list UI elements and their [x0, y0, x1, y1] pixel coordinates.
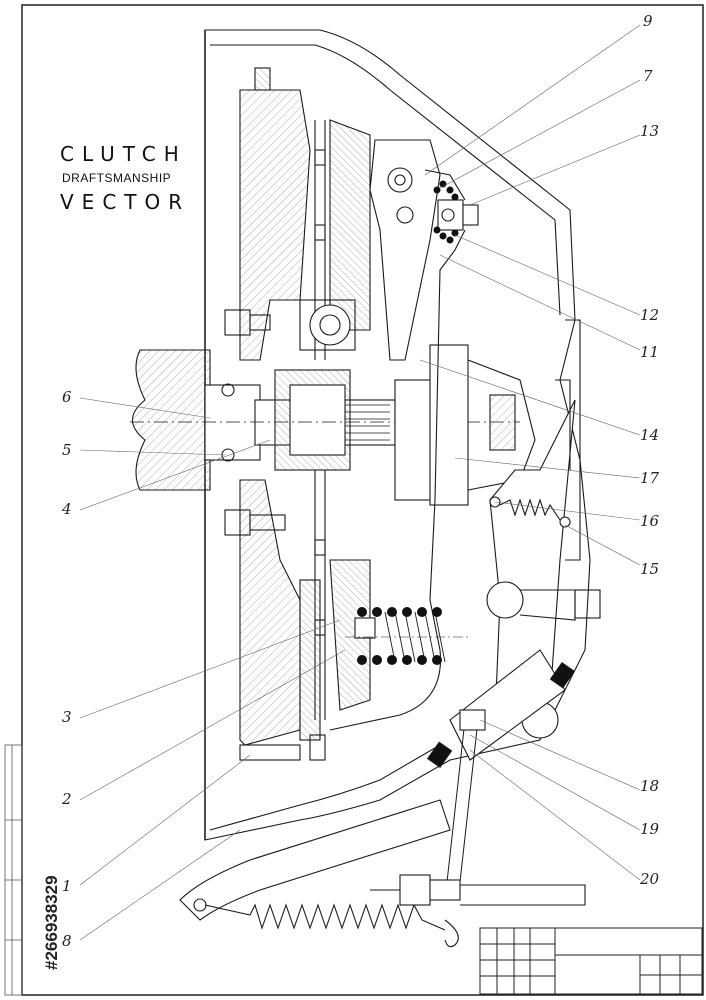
- callout-18: 18: [640, 777, 660, 795]
- callout-12: 12: [640, 306, 660, 324]
- callout-3: 3: [62, 708, 72, 726]
- lever-spring-dots: [433, 180, 459, 244]
- pedal-lever: [179, 799, 451, 921]
- callout-20: 20: [640, 870, 660, 888]
- callout-13: 13: [640, 122, 660, 140]
- pilot-bearing: [204, 384, 261, 461]
- callout-4: 4: [62, 500, 72, 518]
- pressure-plate: [329, 119, 371, 331]
- clutch-rod: [444, 719, 479, 901]
- callout-6: 6: [62, 388, 72, 406]
- fork-arm: [449, 649, 566, 761]
- title-line-vector: VECTOR: [60, 190, 191, 214]
- title-block-grid: [479, 927, 703, 995]
- release-fork: [489, 399, 576, 721]
- flywheel: [239, 89, 311, 361]
- clutch-section-drawing: [130, 29, 601, 948]
- fork-pivot-ball: [486, 581, 524, 619]
- release-sleeve: [467, 359, 536, 491]
- drawing-title: CLUTCH DRAFTSMANSHIP VECTOR: [60, 142, 210, 214]
- damper-bearing: [309, 304, 351, 346]
- callout-1: 1: [62, 877, 72, 895]
- callout-16: 16: [640, 512, 660, 530]
- release-lever: [369, 139, 441, 361]
- bell-housing-flange: [565, 319, 581, 561]
- fork-return-spring: [499, 498, 561, 521]
- callout-14: 14: [640, 426, 660, 444]
- callout-17: 17: [640, 469, 660, 487]
- title-line-draftsmanship: DRAFTSMANSHIP: [62, 171, 172, 185]
- callout-19: 19: [640, 820, 660, 838]
- callout-2: 2: [62, 790, 72, 808]
- stock-image-id: #266938329: [42, 875, 61, 970]
- callout-15: 15: [640, 560, 660, 578]
- leader-lines: [79, 24, 641, 941]
- crankshaft-end: [131, 349, 211, 491]
- housing-inner-wall: [210, 44, 561, 316]
- flywheel-cap: [254, 67, 271, 91]
- drawing-frame: [21, 4, 704, 996]
- callout-7: 7: [643, 67, 653, 85]
- pedal-return-spring: [204, 903, 446, 931]
- callout-11: 11: [640, 343, 660, 361]
- callout-9: 9: [643, 12, 653, 30]
- pressure-springs: [345, 607, 470, 665]
- callout-5: 5: [62, 441, 72, 459]
- adjust-nut: [437, 199, 479, 231]
- margin-strip: [4, 744, 23, 996]
- rod-adjuster: [370, 874, 586, 906]
- title-line-clutch: CLUTCH: [60, 142, 187, 166]
- clutch-housing: [204, 29, 591, 841]
- release-bearing: [394, 379, 436, 501]
- callout-8: 8: [62, 932, 72, 950]
